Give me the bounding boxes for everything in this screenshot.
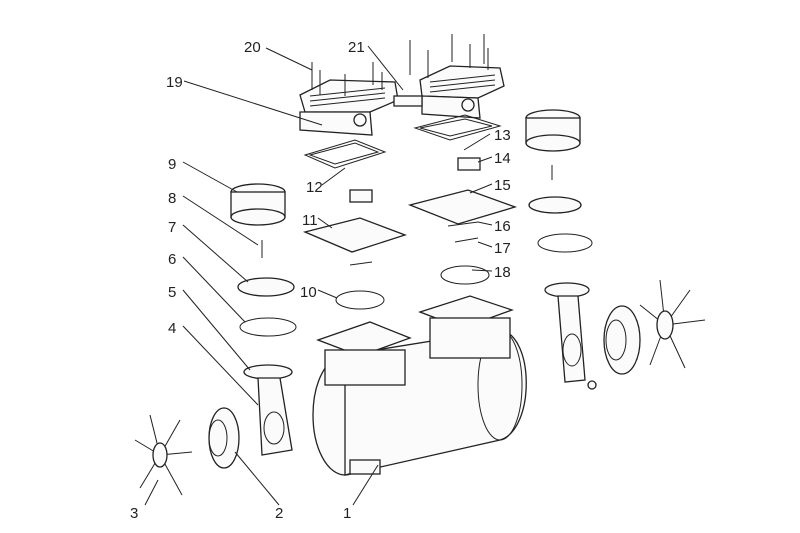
callout-10: 10 — [300, 284, 317, 301]
valve-stop — [454, 237, 479, 243]
callout-17: 17 — [494, 240, 511, 257]
reed-valve-left — [349, 261, 373, 266]
callout-3: 3 — [130, 505, 138, 522]
leader-lines — [144, 45, 493, 506]
cylinder-head-right — [419, 65, 505, 119]
head-gasket-right — [413, 114, 502, 141]
o-ring-right — [440, 265, 490, 285]
piston-cup-right — [525, 109, 581, 152]
set-screw-right — [587, 380, 597, 390]
valve-plate-right — [407, 189, 518, 225]
callout-11: 11 — [302, 212, 318, 229]
callout-13: 13 — [494, 127, 511, 144]
connecting-rod-right — [544, 282, 590, 383]
head-gasket-left-inner — [308, 142, 380, 165]
valve-block-right — [457, 157, 481, 171]
callout-8: 8 — [168, 190, 176, 207]
callout-9: 9 — [168, 156, 176, 173]
head-gasket-left — [303, 139, 387, 169]
callout-12: 12 — [306, 179, 323, 196]
cylinder-head-left — [299, 79, 399, 136]
connecting-rod-left — [243, 364, 293, 456]
head-gasket-right-inner — [419, 118, 493, 137]
fan-right — [639, 279, 706, 369]
callout-18: 18 — [494, 264, 511, 281]
seal-ring-left — [239, 317, 297, 337]
callout-15: 15 — [494, 177, 511, 194]
callout-4: 4 — [168, 320, 176, 337]
callout-14: 14 — [494, 150, 511, 167]
callout-20: 20 — [244, 39, 261, 56]
callout-5: 5 — [168, 284, 176, 301]
head-bolts — [311, 34, 489, 96]
eccentric-right — [603, 305, 641, 375]
valve-block-left — [349, 189, 373, 203]
head-connector-tube — [393, 95, 423, 107]
callout-16: 16 — [494, 218, 511, 235]
piston-cup-left — [230, 183, 286, 226]
callout-21: 21 — [348, 39, 365, 56]
eccentric-left — [208, 407, 240, 469]
reed-valve — [447, 221, 479, 227]
piston-plate-left — [237, 277, 295, 297]
seal-ring-right — [537, 233, 593, 253]
callout-1: 1 — [343, 505, 351, 522]
piston-plate-right — [528, 196, 582, 214]
callout-6: 6 — [168, 251, 176, 268]
o-ring-left — [335, 290, 385, 310]
motor-body — [312, 295, 527, 476]
valve-plate-left — [302, 217, 407, 253]
callout-19: 19 — [166, 74, 183, 91]
callout-7: 7 — [168, 219, 176, 236]
callout-2: 2 — [275, 505, 283, 522]
fan-left — [134, 414, 193, 496]
